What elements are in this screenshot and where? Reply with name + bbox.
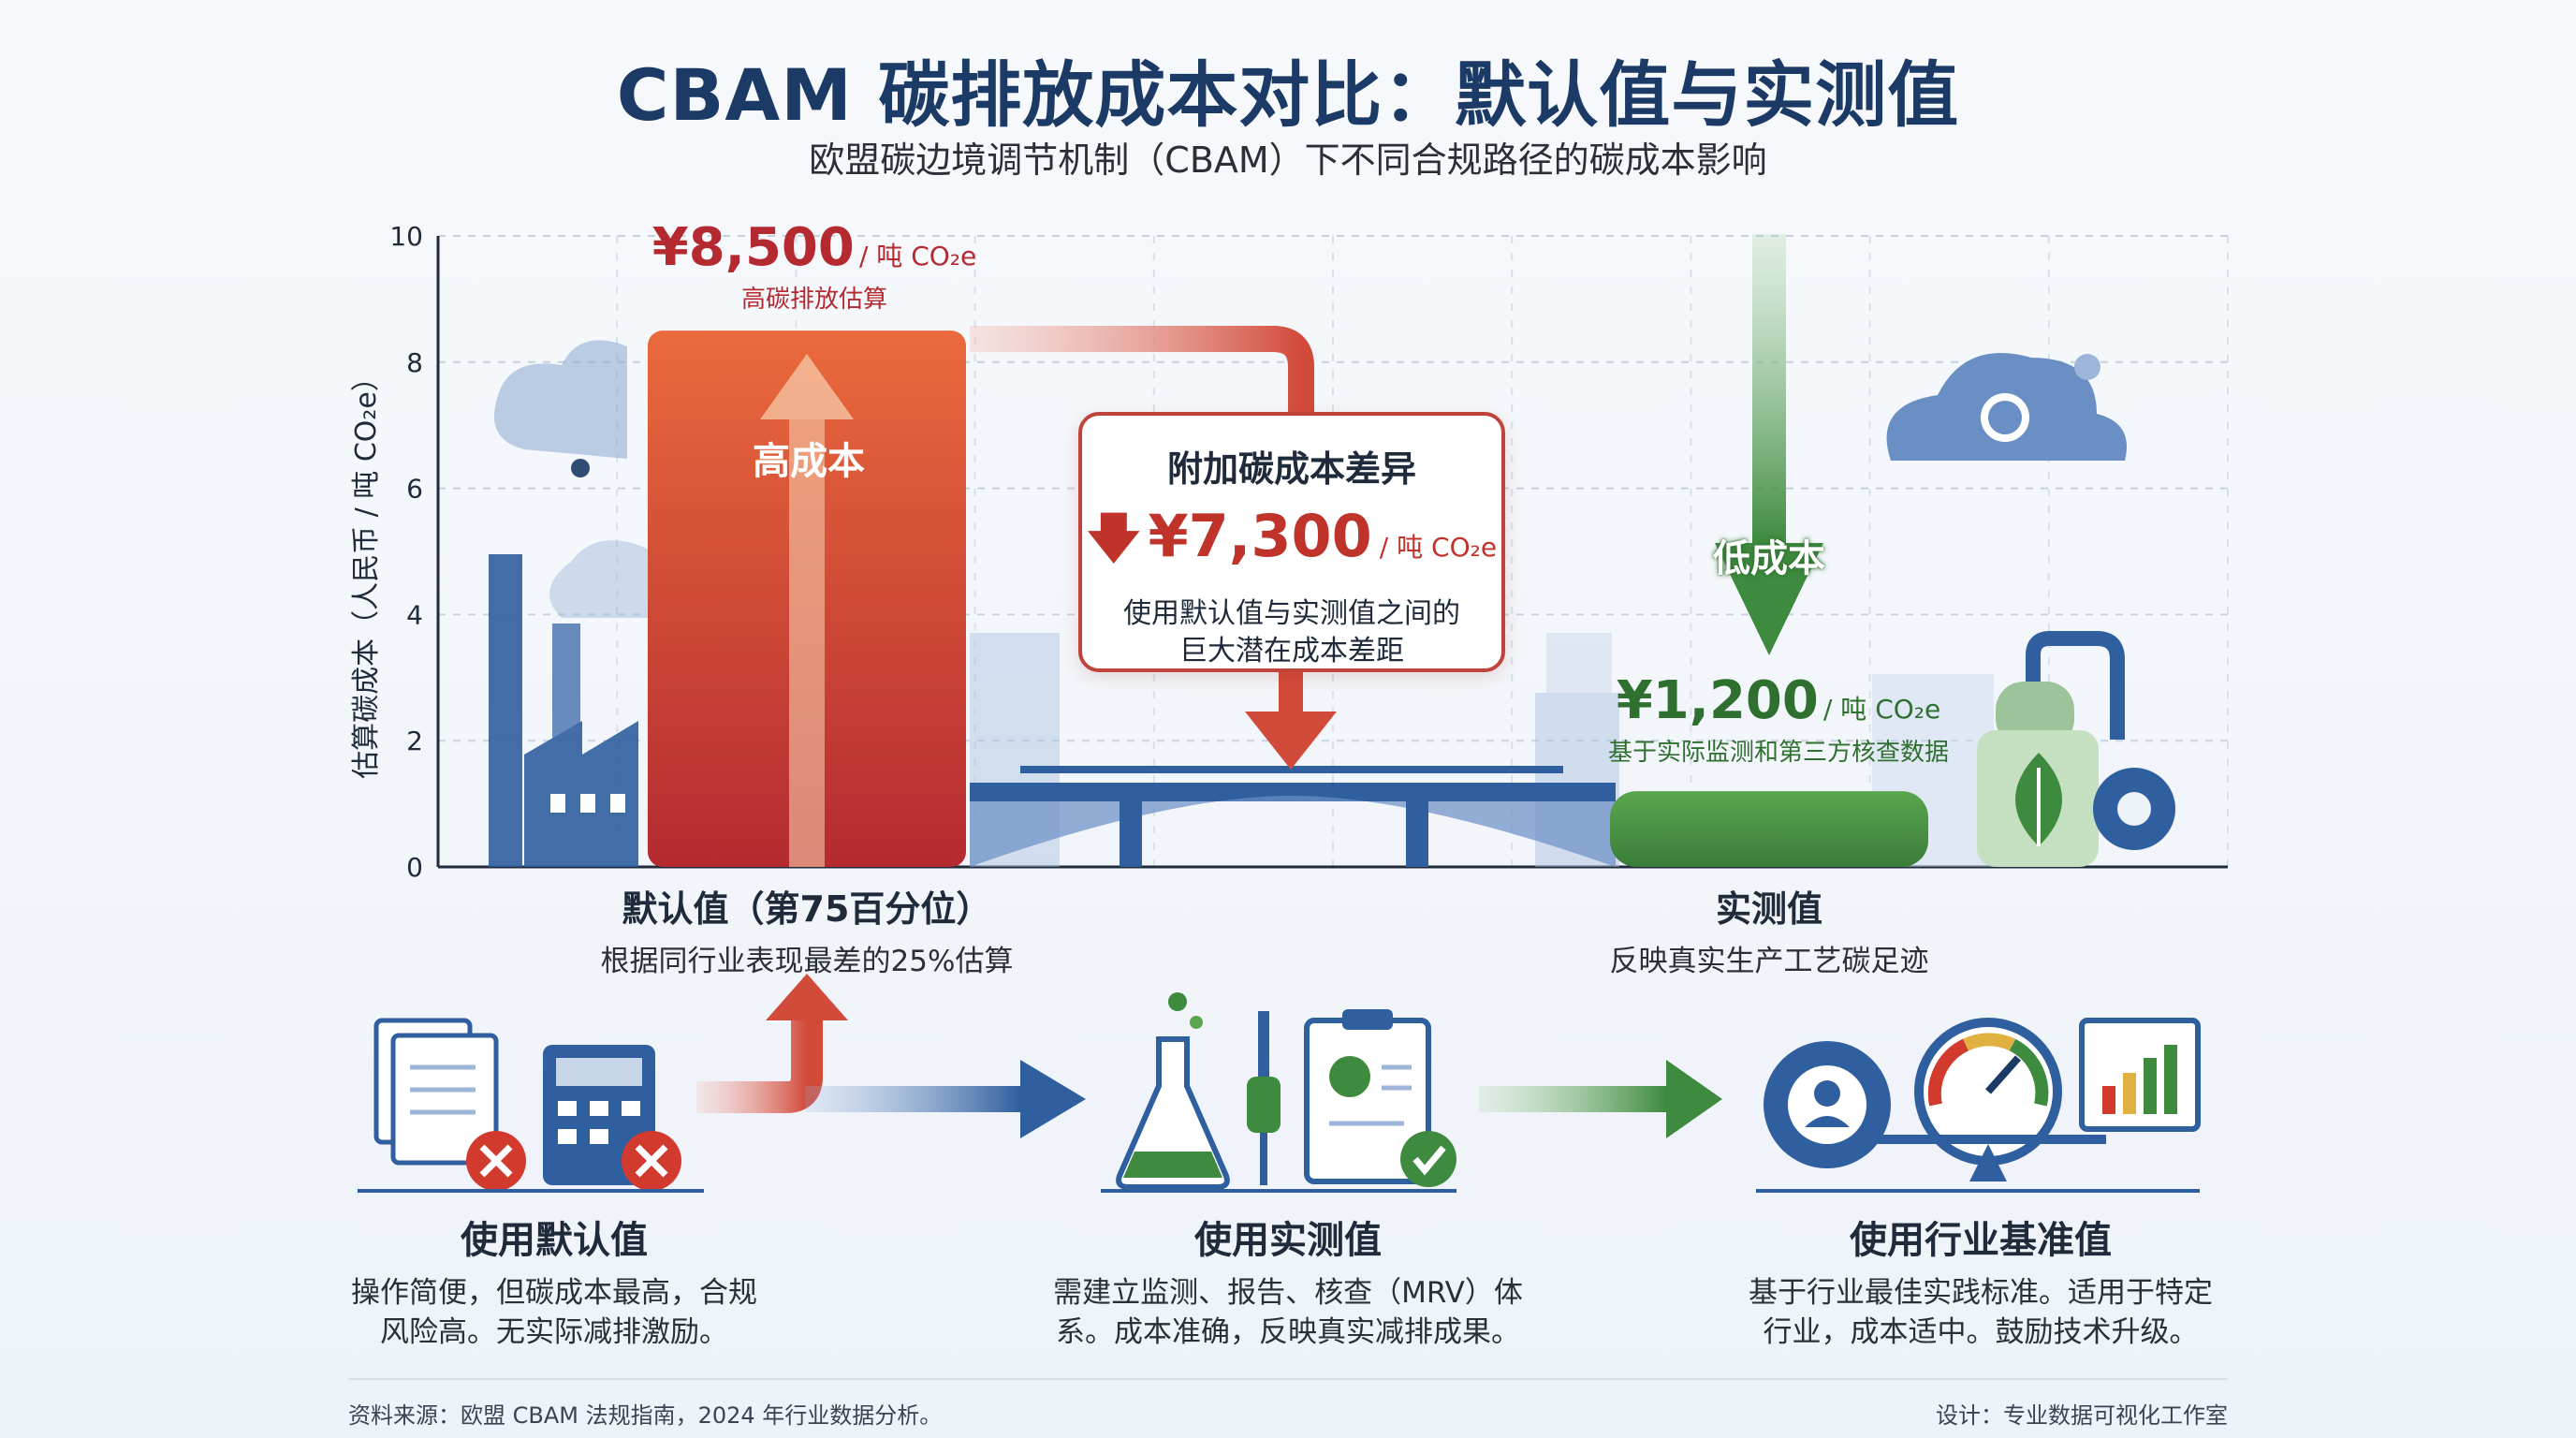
gauge-icon bbox=[1872, 1018, 2106, 1181]
y-tick-label: 4 bbox=[406, 599, 423, 630]
bridge-illustration bbox=[970, 766, 1616, 867]
step-measured: 使用实测值 需建立监测、报告、核查（MRV）体 系。成本准确，反映真实减排成果。 bbox=[998, 1210, 1578, 1352]
factory-illustration bbox=[489, 340, 655, 867]
category-label-measured: 实测值 反映真实生产工艺碳足迹 bbox=[1488, 880, 2050, 979]
gear-icon bbox=[2093, 768, 2175, 850]
step-desc-line2: 行业，成本适中。鼓励技术升级。 bbox=[1763, 1315, 2199, 1349]
step-default: 使用默认值 操作简便，但碳成本最高，合规 风险高。无实际减排激励。 bbox=[273, 1210, 835, 1352]
step-desc-line2: 风险高。无实际减排激励。 bbox=[380, 1315, 728, 1349]
measured-unit: / 吨 CO₂e bbox=[1822, 694, 1941, 725]
blue-right-arrow bbox=[805, 1060, 1086, 1138]
error-x-icon bbox=[466, 1131, 681, 1191]
step-title: 使用默认值 bbox=[461, 1219, 648, 1262]
measured-note: 基于实际监测和第三方核查数据 bbox=[1607, 739, 1949, 767]
probe-icon bbox=[1247, 1011, 1281, 1185]
cloud-icon bbox=[1886, 353, 2127, 461]
y-tick-label: 0 bbox=[406, 852, 423, 883]
step-desc-line1: 基于行业最佳实践标准。适用于特定 bbox=[1749, 1276, 2213, 1310]
category-desc: 反映真实生产工艺碳足迹 bbox=[1609, 945, 1929, 978]
callout-title: 附加碳成本差异 bbox=[1166, 448, 1416, 490]
callout-desc-line2: 巨大潜在成本差距 bbox=[1179, 635, 1404, 668]
step-desc-line1: 操作简便，但碳成本最高，合规 bbox=[351, 1276, 757, 1310]
red-upturn-arrow bbox=[696, 974, 848, 1113]
footer-source: 资料来源：欧盟 CBAM 法规指南，2024 年行业数据分析。 bbox=[348, 1402, 943, 1429]
category-desc: 根据同行业表现最差的25%估算 bbox=[600, 945, 1014, 978]
check-icon bbox=[1400, 1131, 1456, 1187]
default-unit: / 吨 CO₂e bbox=[858, 241, 977, 271]
green-right-arrow bbox=[1479, 1060, 1722, 1138]
bar-measured bbox=[1610, 791, 1928, 867]
step-title: 使用行业基准值 bbox=[1850, 1219, 2112, 1262]
step-desc: 基于行业最佳实践标准。适用于特定 行业，成本适中。鼓励技术升级。 bbox=[1690, 1273, 2271, 1352]
step-title: 使用实测值 bbox=[1194, 1219, 1382, 1262]
arrow-down-to-bridge bbox=[1245, 667, 1337, 770]
step-benchmark: 使用行业基准值 基于行业最佳实践标准。适用于特定 行业，成本适中。鼓励技术升级。 bbox=[1690, 1210, 2271, 1352]
y-axis-label: 估算碳成本（人民币 / 吨 CO₂e） bbox=[350, 363, 383, 779]
flask-icon bbox=[1116, 992, 1230, 1190]
callout-desc: 使用默认值与实测值之间的 巨大潜在成本差距 bbox=[1082, 595, 1501, 670]
step-desc: 操作简便，但碳成本最高，合规 风险高。无实际减排激励。 bbox=[273, 1273, 835, 1352]
callout-desc-line1: 使用默认值与实测值之间的 bbox=[1123, 597, 1460, 630]
page-title: CBAM 碳排放成本对比：默认值与实测值 bbox=[616, 53, 1960, 137]
high-cost-tag: 高成本 bbox=[753, 440, 865, 483]
step-desc-line1: 需建立监测、报告、核查（MRV）体 bbox=[1053, 1276, 1523, 1310]
footer-divider bbox=[348, 1378, 2228, 1380]
high-cost-arrow bbox=[760, 354, 854, 867]
clipboard-icon bbox=[1304, 1009, 1431, 1184]
gear-person-icon bbox=[1764, 1041, 1891, 1168]
callout-value: ¥7,300 bbox=[1148, 502, 1372, 570]
default-value: ¥8,500 bbox=[651, 217, 855, 278]
default-note: 高碳排放估算 bbox=[740, 286, 887, 314]
bar-chart-screen-icon bbox=[2079, 1018, 2201, 1132]
cost-difference-callout: 附加碳成本差异 🡇 ¥7,300 / 吨 CO₂e 使用默认值与实测值之间的 巨… bbox=[1078, 412, 1505, 672]
category-name: 实测值 bbox=[1715, 888, 1822, 930]
category-label-default: 默认值（第75百分位） 根据同行业表现最差的25%估算 bbox=[526, 880, 1088, 979]
default-value-label: ¥8,500 / 吨 CO₂e 高碳排放估算 bbox=[618, 217, 1011, 315]
measured-value: ¥1,200 bbox=[1616, 670, 1819, 731]
y-tick-label: 8 bbox=[406, 347, 423, 378]
documents-icon bbox=[373, 1018, 499, 1166]
callout-unit: / 吨 CO₂e bbox=[1379, 532, 1498, 563]
footer-credit: 设计：专业数据可视化工作室 bbox=[1936, 1402, 2228, 1429]
flow-arrow-to-callout bbox=[970, 326, 1314, 412]
low-cost-tag: 低成本 bbox=[1713, 537, 1825, 580]
category-name: 默认值（第75百分位） bbox=[622, 888, 992, 930]
step-desc: 需建立监测、报告、核查（MRV）体 系。成本准确，反映真实减排成果。 bbox=[998, 1273, 1578, 1352]
down-arrow-icon: 🡇 bbox=[1086, 508, 1141, 569]
y-tick-label: 6 bbox=[406, 474, 423, 505]
callout-value-row: 🡇 ¥7,300 / 吨 CO₂e bbox=[1082, 501, 1501, 590]
low-cost-arrow bbox=[1715, 234, 1823, 655]
measured-value-label: ¥1,200 / 吨 CO₂e 基于实际监测和第三方核查数据 bbox=[1582, 670, 1975, 768]
leaf-icon bbox=[2015, 753, 2062, 846]
y-tick-label: 10 bbox=[389, 221, 423, 252]
step-desc-line2: 系。成本准确，反映真实减排成果。 bbox=[1056, 1315, 1520, 1349]
y-tick-label: 2 bbox=[406, 726, 423, 756]
page-subtitle: 欧盟碳边境调节机制（CBAM）下不同合规路径的碳成本影响 bbox=[809, 139, 1767, 181]
